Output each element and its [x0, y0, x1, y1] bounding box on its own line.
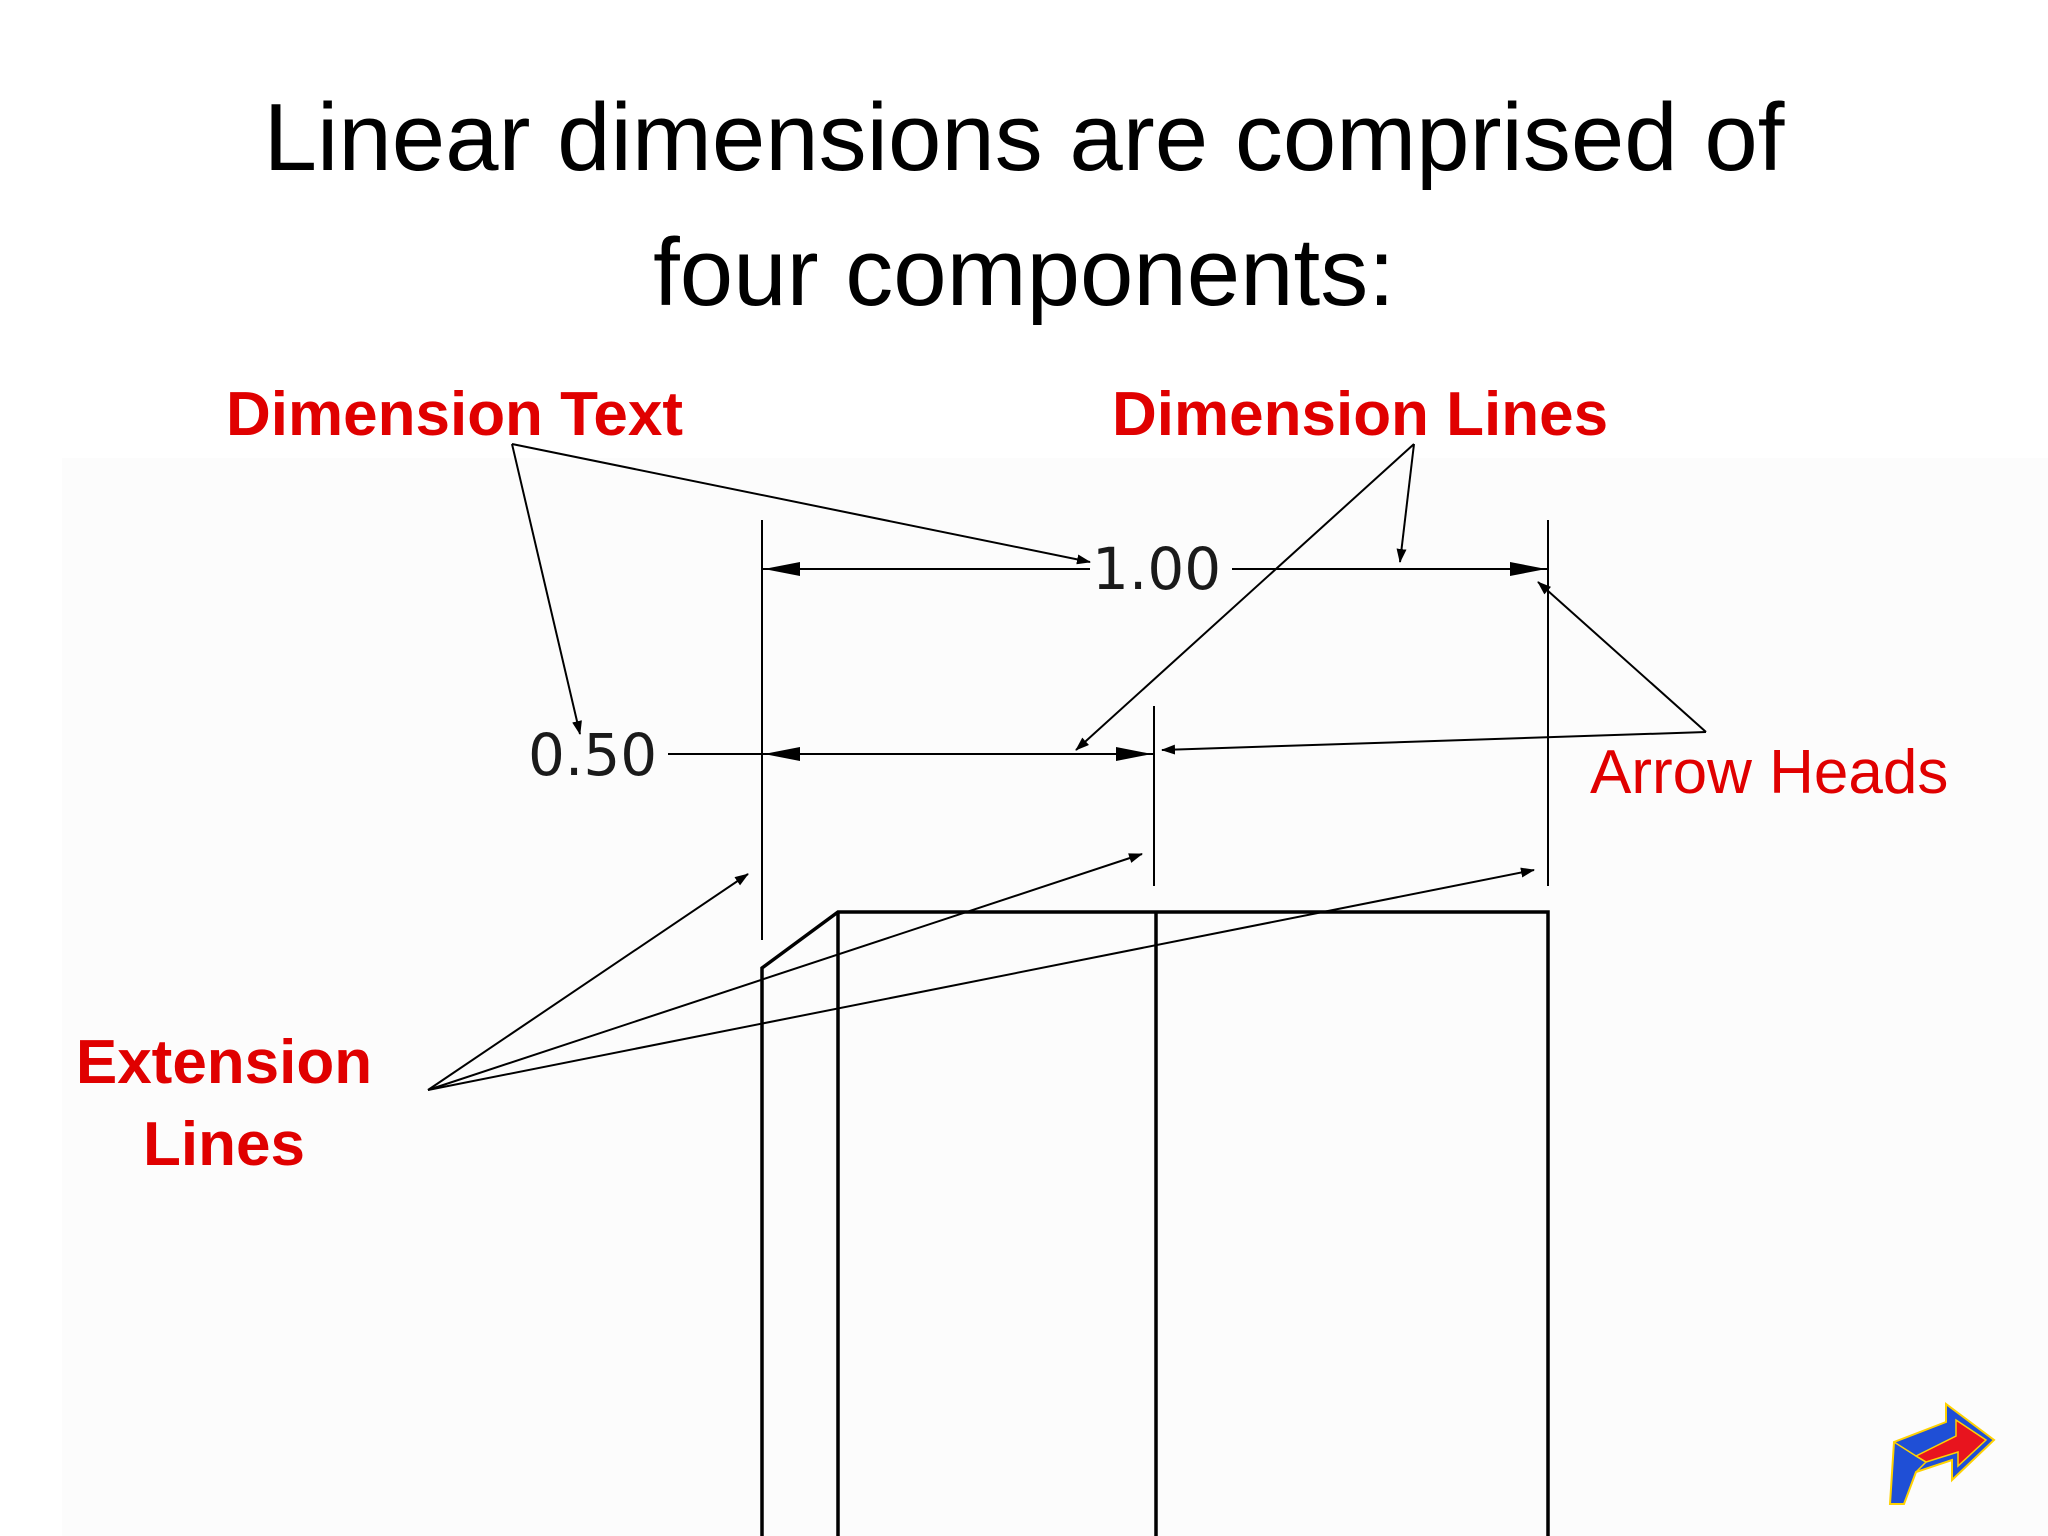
pointer-dimtext-to-050: [511, 443, 582, 735]
pointer-dimlines-to-top: [1396, 443, 1415, 563]
label-extension-lines: Extension Lines: [56, 1022, 392, 1186]
part-outline: [760, 910, 1550, 1536]
dimension-text-overall: 1.00: [1092, 535, 1222, 603]
label-arrow-heads: Arrow Heads: [1590, 738, 1949, 807]
pointer-ext-to-right: [427, 867, 1535, 1091]
pointer-arrowheads-to-bottom: [1161, 731, 1707, 755]
drawing-area: [62, 458, 2048, 1536]
label-dimension-lines: Dimension Lines: [1112, 380, 1609, 449]
arrow-head-bottom-right: [1116, 747, 1152, 761]
dimension-lines: [668, 568, 1548, 755]
pointer-ext-to-left: [427, 873, 749, 1091]
arrow-head-top-left: [764, 562, 800, 576]
title-line-1: Linear dimensions are comprised of: [263, 84, 1785, 191]
arrow-head-top-right: [1510, 562, 1546, 576]
slide-title: Linear dimensions are comprised of four …: [0, 70, 2048, 340]
pointer-ext-to-middle: [427, 853, 1143, 1091]
pointer-dimlines-to-bottom: [1075, 443, 1415, 751]
ptc-arrow-logo-icon: [1888, 1402, 1996, 1505]
arrow-head-bottom-left: [764, 747, 800, 761]
label-extension-lines-line-2: Lines: [143, 1110, 305, 1179]
extension-lines: [761, 520, 1549, 940]
dimension-text-partial: 0.50: [528, 721, 658, 789]
label-extension-lines-line-1: Extension: [75, 1028, 373, 1097]
label-dimension-text: Dimension Text: [226, 380, 684, 449]
callout-pointers: [427, 443, 1707, 1091]
pointer-arrowheads-to-top: [1537, 581, 1707, 733]
arrow-heads: [764, 562, 1546, 761]
pointer-dimtext-to-100: [511, 443, 1091, 565]
title-line-2: four components:: [653, 219, 1395, 326]
